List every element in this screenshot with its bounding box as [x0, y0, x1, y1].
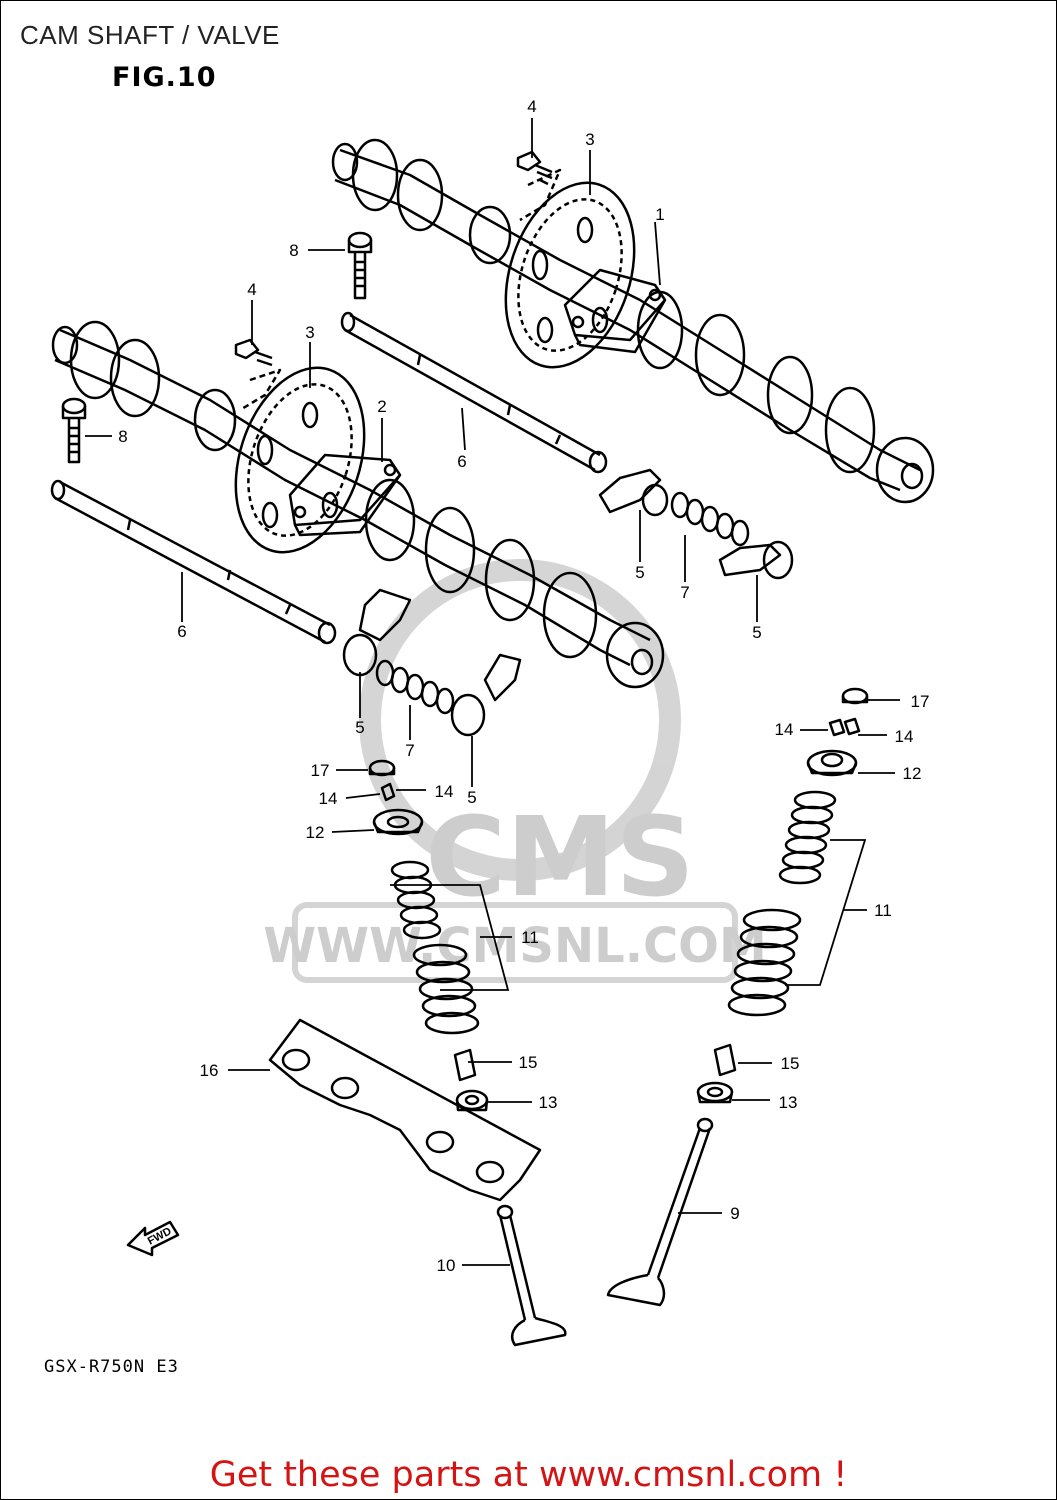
callout-11-left: 11	[521, 928, 539, 947]
valve-stem-seal-right	[713, 1043, 737, 1077]
valve-cotter-left	[380, 782, 396, 802]
watermark-url-text: WWW.CMSNL.COM	[263, 918, 767, 974]
callout-12-right: 12	[903, 764, 922, 783]
callout-10: 10	[437, 1256, 456, 1275]
rocker-arm-shaft-lower	[50, 479, 337, 645]
callout-14-b: 14	[435, 782, 454, 801]
camshaft-intake	[51, 320, 665, 689]
callout-14-d: 14	[895, 727, 914, 746]
callout-5-b: 5	[752, 623, 761, 642]
callout-6-upper: 6	[457, 452, 466, 471]
valve-spring-retainer-left	[372, 808, 424, 836]
callouts: 1 2 3 3 4 4 5 5 5 5 6 6 7 7 8 8 9 10 11 …	[118, 97, 929, 1275]
valve-shim-left	[368, 759, 396, 777]
valve-cotter-right	[828, 717, 861, 737]
callout-3-upper: 3	[585, 130, 594, 149]
callout-8-lower: 8	[118, 427, 127, 446]
rocker-spring-lower	[375, 659, 455, 715]
sprocket-bolt-lower	[234, 338, 282, 412]
bolt-8-upper	[347, 231, 373, 300]
watermark-logo-text: CMS	[425, 793, 694, 921]
cam-sprocket-lower	[234, 366, 366, 554]
forward-direction-arrow	[126, 1220, 180, 1257]
rocker-arm-upper-right	[718, 540, 794, 580]
leader-lines	[85, 118, 900, 1266]
valve-shim-right	[841, 687, 869, 705]
bolt-8-lower	[61, 397, 87, 464]
callout-15-left: 15	[519, 1053, 538, 1072]
model-code: GSX-R750N E3	[44, 1357, 179, 1377]
valve-spring-right	[727, 790, 837, 1017]
callout-1: 1	[655, 205, 664, 224]
camshaft-journal-holder-1	[563, 268, 667, 354]
callout-14-a: 14	[319, 789, 338, 808]
callout-15-right: 15	[781, 1054, 800, 1073]
callout-3-lower: 3	[305, 323, 314, 342]
callout-6-lower: 6	[177, 622, 186, 641]
callout-8-upper: 8	[289, 241, 298, 260]
rocker-arm-upper-left	[598, 468, 669, 517]
callout-5-c: 5	[355, 718, 364, 737]
callout-7-lower: 7	[405, 741, 414, 760]
page-title: CAM SHAFT / VALVE	[20, 20, 280, 50]
rocker-arm-lower-right	[450, 653, 522, 737]
callout-11-right: 11	[874, 901, 892, 920]
callout-5-a: 5	[635, 563, 644, 582]
cam-sprocket-upper	[504, 181, 636, 369]
cam-cover-gasket	[268, 1018, 542, 1202]
callout-7-upper: 7	[680, 583, 689, 602]
valve-spring-left	[390, 860, 480, 1035]
callout-9: 9	[730, 1204, 739, 1223]
sprocket-bolt-upper	[516, 150, 562, 222]
watermark-logo: CMS WWW.CMSNL.COM	[263, 559, 767, 983]
callout-13-left: 13	[539, 1093, 558, 1112]
footer-link[interactable]: Get these parts at www.cmsnl.com !	[209, 1455, 848, 1495]
callout-16: 16	[200, 1061, 219, 1080]
callout-14-c: 14	[775, 720, 794, 739]
camshaft-exhaust	[331, 138, 935, 504]
callout-4-lower: 4	[247, 280, 256, 299]
callout-12-left: 12	[306, 823, 325, 842]
valve-stem-seal-left	[453, 1048, 477, 1082]
callout-2: 2	[377, 397, 386, 416]
rocker-arm-shaft-upper	[340, 311, 608, 474]
figure-number: FIG.10	[112, 62, 217, 93]
callout-5-d: 5	[467, 788, 476, 807]
callout-17-left: 17	[311, 761, 330, 780]
callout-13-right: 13	[779, 1093, 798, 1112]
exhaust-valve	[606, 1117, 714, 1307]
camshaft-journal-holder-2	[288, 453, 402, 537]
callout-4-upper: 4	[527, 97, 536, 116]
callout-17-right: 17	[911, 692, 930, 711]
intake-valve	[496, 1204, 567, 1347]
valve-spring-retainer-right	[806, 749, 858, 777]
valve-spring-seat-right	[696, 1081, 734, 1104]
rocker-spring-upper	[670, 491, 750, 547]
